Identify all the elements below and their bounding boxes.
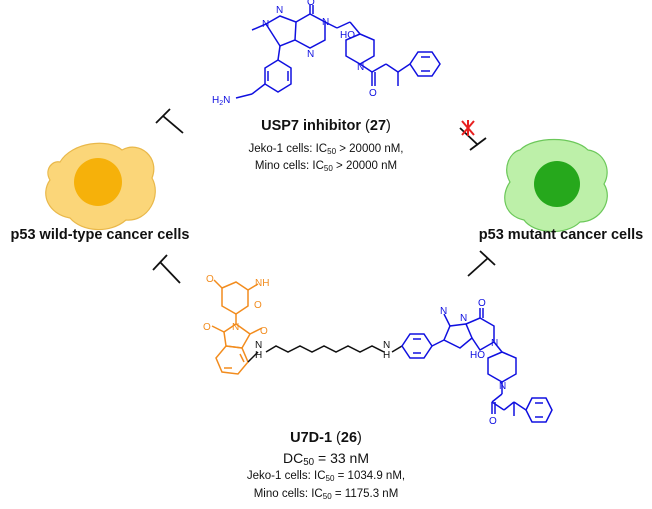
atom-n-label: N bbox=[262, 19, 269, 30]
inhibitor-number: 27 bbox=[369, 118, 387, 134]
degrader-dc50-line: DC50 = 33 nM bbox=[282, 450, 369, 468]
atom-n-label: N bbox=[322, 17, 329, 28]
atom-n-label: N bbox=[460, 313, 467, 324]
inhibitor-jeko-line: Jeko-1 cells: IC50 > 20000 nM, bbox=[248, 143, 404, 156]
atom-o-label: O bbox=[478, 298, 486, 309]
atom-o-label: O bbox=[203, 322, 211, 333]
mutant-cell-label: p53 mutant cancer cells bbox=[478, 227, 644, 243]
inhibitor-title: USP7 inhibitor (27) bbox=[261, 118, 391, 134]
wild-type-cell-nucleus bbox=[74, 158, 122, 206]
atom-nh-label: NH bbox=[255, 278, 269, 289]
atom-n-label: N bbox=[357, 62, 364, 73]
atom-n-label: N bbox=[440, 306, 447, 317]
atom-o-label: O bbox=[369, 88, 377, 99]
inhibition-arrow-bottom-right bbox=[467, 250, 496, 277]
blocked-x-icon bbox=[461, 120, 475, 136]
atom-n-label: N bbox=[491, 338, 498, 349]
mutant-cell bbox=[504, 139, 608, 233]
degrader-mino-line: Mino cells: IC50 = 1175.3 nM bbox=[253, 488, 399, 501]
atom-o-label: O bbox=[489, 416, 497, 427]
inhibitor-mino-line: Mino cells: IC50 > 20000 nM bbox=[254, 160, 398, 173]
usp7-inhibitor-structure bbox=[235, 5, 441, 99]
atom-n-label: N bbox=[307, 49, 314, 60]
inhibitor-name: USP7 inhibitor bbox=[261, 118, 362, 134]
degrader-number: 26 bbox=[340, 430, 358, 446]
linker-structure bbox=[247, 345, 403, 363]
inhibition-arrow-bottom-left bbox=[152, 254, 181, 284]
cereblon-ligand-structure bbox=[211, 279, 263, 375]
atom-o-label: O bbox=[206, 274, 214, 285]
usp7-ligand-structure bbox=[401, 308, 553, 423]
mutant-cell-nucleus bbox=[534, 161, 580, 207]
atom-h-label: H bbox=[383, 350, 390, 361]
atom-o-label: O bbox=[254, 300, 262, 311]
atom-n-label: N bbox=[499, 381, 506, 392]
atom-n-label: N bbox=[232, 322, 239, 333]
degrader-title: U7D-1 (26) bbox=[290, 430, 362, 446]
atom-n-label: N bbox=[255, 340, 262, 351]
atom-labels: N N O N N HO N O H2N O NH O N O O N H N … bbox=[203, 0, 506, 427]
atom-n-label: N bbox=[276, 5, 283, 16]
atom-ho-label: HO bbox=[340, 30, 355, 41]
inhibition-arrow-top-right-blocked bbox=[459, 127, 487, 151]
atom-o-label: O bbox=[260, 326, 268, 337]
atom-o-label: O bbox=[307, 0, 315, 8]
atom-h2n-label: H2N bbox=[212, 95, 230, 107]
atom-h-label: H bbox=[255, 350, 262, 361]
degrader-jeko-line: Jeko-1 cells: IC50 = 1034.9 nM, bbox=[246, 470, 406, 483]
atom-n-label: N bbox=[383, 340, 390, 351]
wild-type-cell bbox=[45, 142, 156, 231]
wild-type-cell-label: p53 wild-type cancer cells bbox=[10, 227, 190, 243]
inhibition-arrow-top-left bbox=[155, 108, 184, 134]
atom-ho-label: HO bbox=[470, 350, 485, 361]
degrader-name: U7D-1 bbox=[290, 430, 333, 446]
